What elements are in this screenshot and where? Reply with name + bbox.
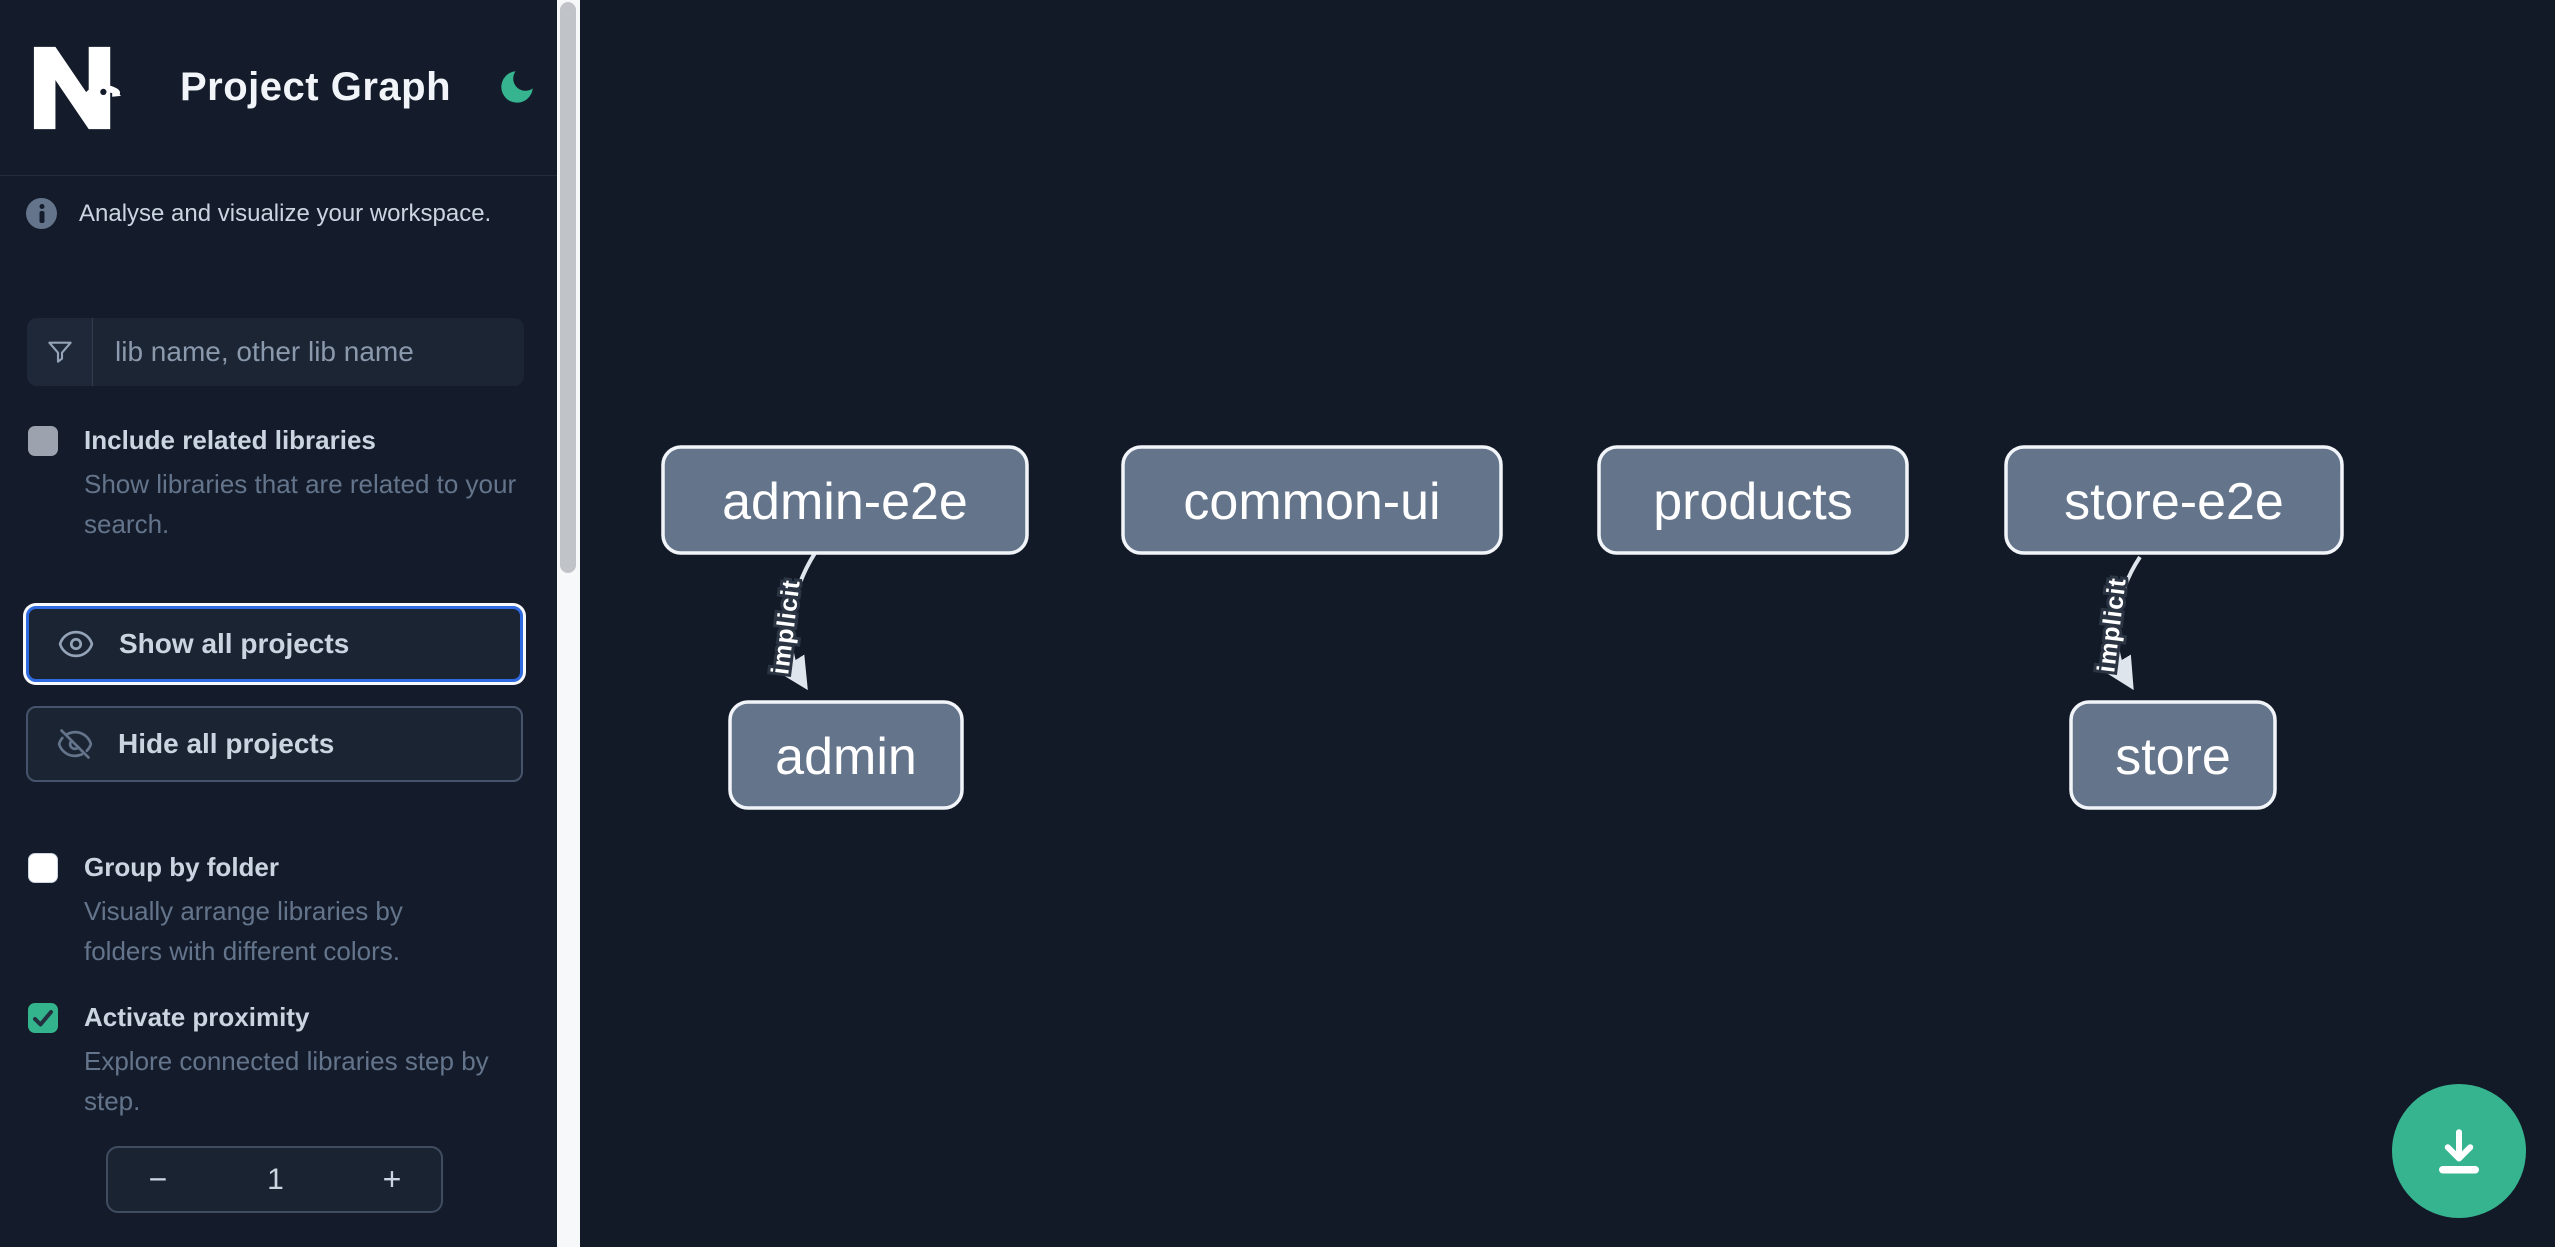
download-image-button[interactable] [2392, 1084, 2526, 1218]
sidebar-header: Project Graph [0, 0, 557, 176]
theme-toggle-button[interactable] [495, 66, 539, 110]
node-store-e2e[interactable]: store-e2e [2004, 445, 2344, 555]
hide-all-projects-button[interactable]: Hide all projects [26, 706, 523, 782]
include-related-label[interactable]: Include related libraries [84, 425, 376, 455]
proximity-depth-stepper: − 1 + [106, 1146, 443, 1213]
node-label: products [1653, 473, 1852, 531]
group-by-folder-option: Group by folder Visually arrange librari… [28, 851, 539, 971]
proximity-depth-value: 1 [267, 1162, 284, 1196]
sidebar-scrollbar-thumb[interactable] [560, 2, 576, 573]
search-input[interactable] [93, 318, 524, 386]
node-label: common-ui [1183, 473, 1440, 531]
node-label: admin [775, 728, 917, 786]
edge-store-e2e-store[interactable]: implicit [2089, 555, 2142, 691]
checkmark-icon [33, 1010, 53, 1027]
include-related-checkbox[interactable] [28, 426, 58, 456]
sidebar-scrollbar-track[interactable] [557, 0, 580, 1247]
group-by-folder-description: Visually arrange libraries by folders wi… [84, 896, 403, 966]
info-icon [26, 198, 57, 229]
node-admin-e2e[interactable]: admin-e2e [661, 445, 1029, 555]
search-box [27, 318, 524, 386]
graph-canvas[interactable]: implicit implicit admin-e2e common-ui pr… [580, 0, 2555, 1247]
include-related-description: Show libraries that are related to your … [84, 469, 517, 539]
group-by-folder-checkbox[interactable] [28, 853, 58, 883]
node-products[interactable]: products [1597, 445, 1909, 555]
activate-proximity-option: Activate proximity Explore connected lib… [28, 1001, 539, 1121]
activate-proximity-checkbox[interactable] [28, 1003, 58, 1033]
node-common-ui[interactable]: common-ui [1121, 445, 1503, 555]
eye-slash-icon [57, 729, 93, 759]
activate-proximity-label[interactable]: Activate proximity [84, 1002, 310, 1032]
increment-button[interactable]: + [343, 1148, 441, 1211]
group-by-folder-label[interactable]: Group by folder [84, 852, 279, 882]
show-all-projects-button[interactable]: Show all projects [26, 606, 523, 682]
node-store[interactable]: store [2069, 700, 2277, 810]
moon-icon [501, 70, 533, 103]
tagline-text: Analyse and visualize your workspace. [79, 199, 492, 227]
tagline-row: Analyse and visualize your workspace. [26, 198, 526, 229]
hide-all-projects-label: Hide all projects [118, 728, 335, 759]
activate-proximity-description: Explore connected libraries step by step… [84, 1046, 489, 1116]
decrement-button[interactable]: − [108, 1148, 208, 1211]
project-graph-svg: implicit implicit admin-e2e common-ui pr… [661, 445, 2344, 810]
nx-logo-icon [33, 46, 121, 129]
node-label: store [2115, 728, 2231, 786]
edge-admin-e2e-admin[interactable]: implicit [763, 551, 817, 691]
node-label: admin-e2e [722, 473, 968, 531]
eye-icon [58, 630, 94, 658]
sidebar: Project Graph Analyse and visualize your… [0, 0, 557, 1247]
include-related-option: Include related libraries Show libraries… [28, 424, 539, 544]
node-label: store-e2e [2064, 473, 2284, 531]
page-title: Project Graph [180, 65, 452, 109]
edge-label: implicit [766, 578, 805, 676]
funnel-icon [27, 318, 93, 386]
edge-label: implicit [2092, 576, 2131, 674]
show-all-projects-label: Show all projects [119, 628, 350, 659]
download-icon [2439, 1129, 2479, 1174]
node-admin[interactable]: admin [728, 700, 964, 810]
